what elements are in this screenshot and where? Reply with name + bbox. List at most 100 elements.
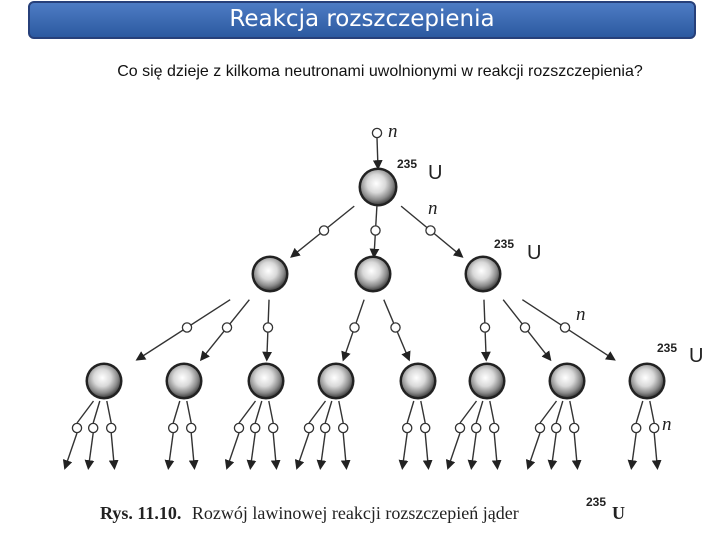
uranium-nucleus-level2-3 bbox=[318, 363, 355, 400]
neutron-label-level3: n bbox=[662, 414, 672, 435]
reaction-arrow-28 bbox=[309, 401, 326, 423]
reaction-arrow-24 bbox=[255, 401, 262, 423]
uranium-nucleus-level1-1 bbox=[355, 256, 392, 293]
neutron-0 bbox=[372, 128, 381, 137]
reaction-arrow-22 bbox=[239, 401, 256, 423]
caption-uranium-symbol: U bbox=[612, 503, 625, 523]
neutron-29 bbox=[552, 423, 561, 432]
neutron-11 bbox=[560, 323, 569, 332]
reaction-arrow-42 bbox=[490, 401, 494, 423]
reaction-arrow-13 bbox=[65, 433, 77, 468]
neutron-28 bbox=[535, 423, 544, 432]
reaction-arrow-48 bbox=[570, 401, 574, 423]
uranium-nucleus-level2-5 bbox=[469, 363, 506, 400]
reaction-arrow-26 bbox=[269, 401, 273, 423]
uranium-nucleus-top-core bbox=[361, 170, 395, 204]
neutron-31 bbox=[632, 423, 641, 432]
neutron-21 bbox=[321, 423, 330, 432]
reaction-arrow-33 bbox=[343, 433, 346, 468]
neutron-12 bbox=[72, 423, 81, 432]
neutron-5 bbox=[222, 323, 231, 332]
reaction-arrow-39 bbox=[448, 433, 460, 468]
reaction-arrow-38 bbox=[460, 401, 477, 423]
neutron-label-top: n bbox=[388, 121, 398, 142]
uranium-nucleus-level2-5-core bbox=[471, 365, 503, 397]
neutron-20 bbox=[304, 423, 313, 432]
neutron-8 bbox=[391, 323, 400, 332]
uranium-nucleus-level2-1 bbox=[166, 363, 203, 400]
neutron-14 bbox=[107, 423, 116, 432]
uranium-label-level1: U bbox=[527, 242, 541, 264]
neutron-26 bbox=[472, 423, 481, 432]
uranium-nucleus-level2-1-core bbox=[168, 365, 200, 397]
uranium-nucleus-level2-7-core bbox=[631, 365, 663, 397]
uranium-nucleus-level2-6 bbox=[549, 363, 586, 400]
uranium-label-top: U bbox=[428, 162, 442, 184]
reaction-arrow-27 bbox=[273, 433, 276, 468]
neutron-23 bbox=[403, 423, 412, 432]
reaction-arrow-53 bbox=[654, 433, 657, 468]
reaction-arrow-44 bbox=[540, 401, 557, 423]
neutron-22 bbox=[339, 423, 348, 432]
uranium-nucleus-level2-4 bbox=[400, 363, 437, 400]
neutron-2 bbox=[371, 226, 380, 235]
neutron-13 bbox=[89, 423, 98, 432]
neutron-10 bbox=[520, 323, 529, 332]
neutron-25 bbox=[455, 423, 464, 432]
reaction-arrow-31 bbox=[320, 433, 325, 468]
reaction-arrow-21 bbox=[191, 433, 194, 468]
reaction-arrow-35 bbox=[402, 433, 407, 468]
neutron-9 bbox=[480, 323, 489, 332]
uranium-nucleus-level2-0 bbox=[86, 363, 123, 400]
uranium-nucleus-level2-2 bbox=[248, 363, 285, 400]
reaction-arrow-47 bbox=[551, 433, 556, 468]
reaction-arrow-30 bbox=[325, 401, 332, 423]
reaction-arrow-37 bbox=[425, 433, 428, 468]
neutron-4 bbox=[182, 323, 191, 332]
reaction-arrow-46 bbox=[556, 401, 563, 423]
caption-prefix: Rys. 11.10. bbox=[100, 503, 181, 523]
uranium-nucleus-level2-3-core bbox=[320, 365, 352, 397]
uranium-nucleus-top bbox=[359, 168, 398, 207]
uranium-nucleus-level2-6-core bbox=[551, 365, 583, 397]
uranium-nucleus-level2-7 bbox=[629, 363, 666, 400]
reaction-arrow-32 bbox=[339, 401, 343, 423]
uranium-label-level2: U bbox=[689, 345, 703, 367]
neutron-32 bbox=[650, 423, 659, 432]
reaction-arrow-34 bbox=[407, 401, 414, 423]
caption-text: Rozwój lawinowej reakcji rozszczepień ją… bbox=[192, 503, 519, 523]
reaction-arrow-25 bbox=[250, 433, 255, 468]
mass-number-label-level1: 235 bbox=[494, 237, 514, 251]
reaction-arrow-18 bbox=[173, 401, 180, 423]
reaction-arrow-20 bbox=[187, 401, 191, 423]
neutron-24 bbox=[421, 423, 430, 432]
reaction-arrow-15 bbox=[88, 433, 93, 468]
uranium-nucleus-level1-0 bbox=[252, 256, 289, 293]
reaction-arrow-19 bbox=[168, 433, 173, 468]
neutron-1 bbox=[319, 226, 328, 235]
reaction-arrow-52 bbox=[650, 401, 654, 423]
neutron-18 bbox=[251, 423, 260, 432]
reaction-arrow-23 bbox=[227, 433, 239, 468]
reaction-arrow-14 bbox=[93, 401, 100, 423]
neutron-27 bbox=[490, 423, 499, 432]
uranium-nucleus-level1-2-core bbox=[467, 258, 499, 290]
caption-mass-number: 235 bbox=[586, 495, 606, 509]
neutron-6 bbox=[263, 323, 272, 332]
reaction-arrow-29 bbox=[297, 433, 309, 468]
neutron-16 bbox=[187, 423, 196, 432]
reaction-arrow-12 bbox=[77, 401, 94, 423]
reaction-arrow-41 bbox=[471, 433, 476, 468]
uranium-nucleus-level1-1-core bbox=[357, 258, 389, 290]
reaction-arrow-50 bbox=[636, 401, 643, 423]
neutron-17 bbox=[234, 423, 243, 432]
figure-caption: Rys. 11.10. Rozwój lawinowej reakcji roz… bbox=[100, 503, 519, 523]
uranium-nucleus-level2-0-core bbox=[88, 365, 120, 397]
neutron-label-level2: n bbox=[576, 304, 586, 325]
reaction-arrow-16 bbox=[107, 401, 111, 423]
reaction-arrow-17 bbox=[111, 433, 114, 468]
reaction-arrow-51 bbox=[631, 433, 636, 468]
neutron-label-level1: n bbox=[428, 198, 438, 219]
uranium-nucleus-level1-2 bbox=[465, 256, 502, 293]
